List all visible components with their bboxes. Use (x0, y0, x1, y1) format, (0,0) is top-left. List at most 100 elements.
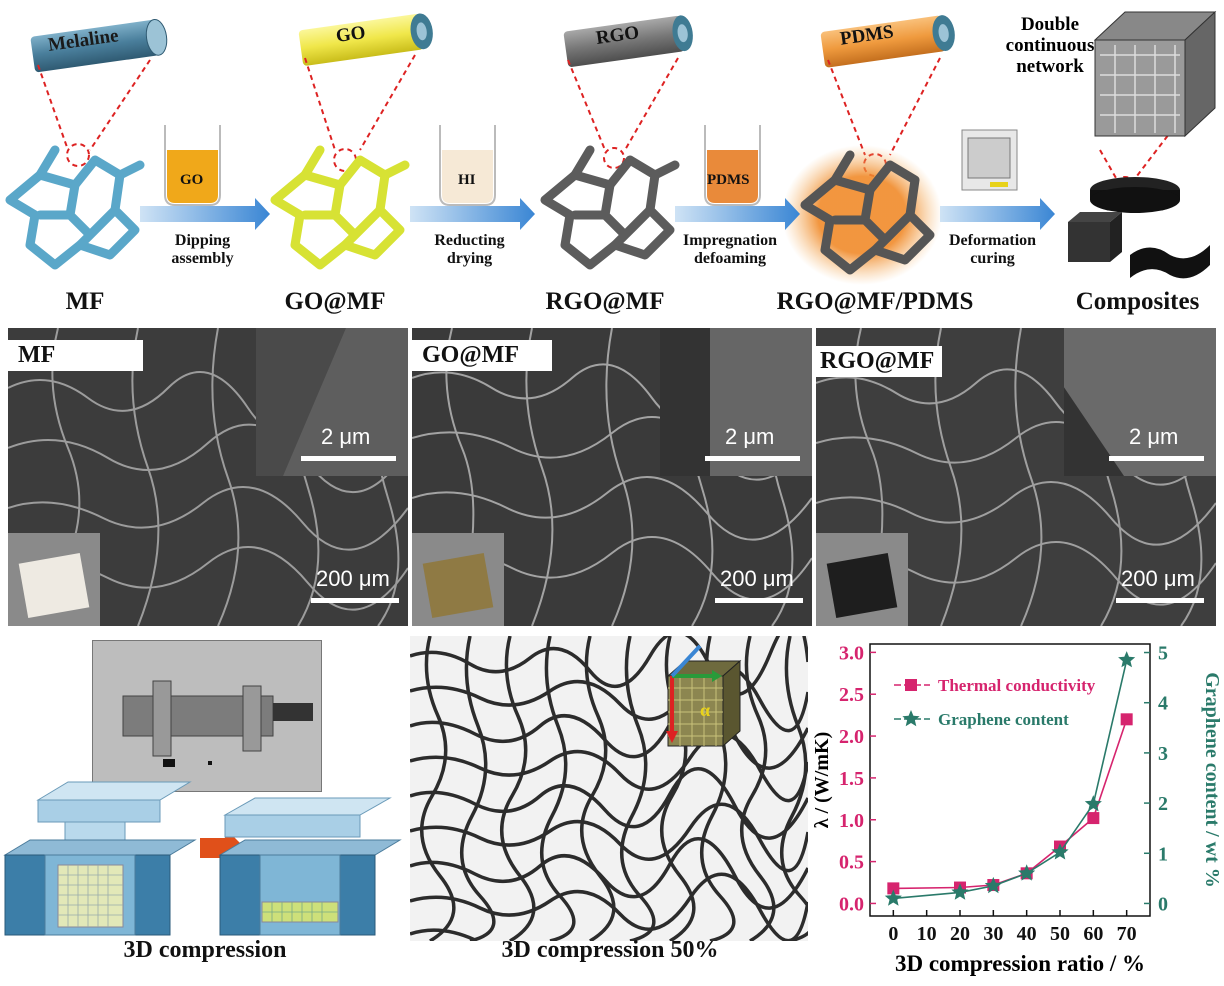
rgo-cylinder (563, 15, 693, 67)
beaker-label-hi: HI (458, 172, 476, 188)
x-tick-label: 60 (1083, 923, 1103, 945)
right-tick-label: 2 (1158, 793, 1168, 815)
rgo-mf-pdms-skeleton (782, 145, 942, 285)
right-tick-label: 1 (1158, 843, 1168, 865)
right-tick-label: 0 (1158, 893, 1168, 915)
inset-scale-mf: 2 μm (321, 424, 371, 449)
go-cylinder (298, 13, 433, 66)
series-layer (884, 651, 1136, 906)
rgo-mf-skeleton (540, 145, 680, 270)
x-tick-label: 20 (950, 923, 970, 945)
main-scale-mf: 200 μm (316, 566, 390, 591)
graphene-point (1018, 864, 1036, 881)
legend-label: Graphene content (938, 710, 1069, 729)
pdms-cylinder (820, 15, 955, 68)
stage-go-mf: GO@MF (284, 288, 386, 315)
fixture-drawing (93, 641, 321, 791)
main-scalebar-go-mf (715, 598, 803, 603)
x-tick-label: 0 (888, 923, 898, 945)
x-tick-label: 10 (917, 923, 937, 945)
network-cube (1093, 10, 1217, 138)
legend-square-marker (905, 679, 917, 691)
left-tick-label: 2.5 (839, 684, 864, 706)
composite-sheet (1130, 245, 1210, 279)
graphene-point (1051, 843, 1069, 860)
sem-tag-mf: MF (8, 340, 143, 371)
right-tick-label: 5 (1158, 643, 1168, 665)
caption-3d-compression: 3D compression (123, 937, 287, 963)
x-tick-label: 50 (1050, 923, 1070, 945)
compression-cube-inset: α (666, 644, 742, 748)
caption-3d-compression-50: 3D compression 50% (501, 937, 719, 963)
left-axis-ticks: 0.00.51.01.52.02.53.0 (839, 642, 876, 915)
legend-label: Thermal conductivity (938, 676, 1096, 695)
beaker-label-go: GO (180, 172, 204, 188)
main-scalebar-rgo-mf (1116, 598, 1204, 603)
left-tick-label: 1.5 (839, 768, 864, 790)
inset-scalebar-rgo-mf (1109, 456, 1204, 461)
go-mf-skeleton (270, 145, 410, 270)
y-axis-right-label: Graphene content / wt % (1201, 672, 1223, 888)
oven-icon (961, 129, 1018, 191)
compression-mold-diagram (3, 781, 402, 936)
left-tick-label: 2.0 (839, 726, 864, 748)
inset-scale-rgo-mf: 2 μm (1129, 424, 1179, 449)
sample-photo-mf (8, 533, 100, 626)
compression-fixture-photo (92, 640, 322, 792)
stage-mf: MF (65, 288, 105, 315)
optical-micrograph: α (409, 617, 816, 943)
sample-photo-rgo-mf (816, 533, 908, 626)
composite-cube (1068, 212, 1122, 262)
main-scale-rgo-mf: 200 μm (1121, 566, 1195, 591)
stage-composites: Composites (1075, 288, 1200, 315)
sem-panel-go-mf: GO@MF 2 μm 200 μm (412, 328, 812, 626)
stage-rgo-mf-pdms: RGO@MF/PDMS (776, 288, 974, 315)
x-tick-label: 40 (1017, 923, 1037, 945)
left-tick-label: 1.0 (839, 810, 864, 832)
legend-star-marker (902, 710, 920, 727)
compression-panel: 3D compression (0, 635, 405, 981)
main-scalebar-mf (311, 598, 399, 603)
compression-micrograph-panel: α 3D compression 50% (409, 617, 816, 981)
x-tick-label: 30 (983, 923, 1003, 945)
thermal-point (887, 882, 900, 895)
sem-inset-go-mf: 2 μm (660, 328, 812, 476)
beaker-label-pdms: PDMS (707, 172, 750, 188)
inset-scale-go-mf: 2 μm (725, 424, 775, 449)
stage-rgo-mf: RGO@MF (545, 288, 665, 315)
graphene-point (1118, 651, 1136, 668)
process-arrows (140, 198, 1055, 230)
svg-text:α: α (700, 700, 710, 720)
graphene-point (951, 883, 969, 900)
beaker-go (164, 125, 221, 206)
y-axis-left-label: λ / (W/mK) (811, 732, 833, 828)
left-tick-label: 0.5 (839, 852, 864, 874)
sem-tag-rgo-mf: RGO@MF (816, 346, 942, 377)
sem-panel-rgo-mf: RGO@MF 2 μm 200 μm (816, 328, 1216, 626)
sem-panel-mf: MF 2 μm 200 μm (8, 328, 408, 626)
graphene-point (984, 876, 1002, 894)
mf-skeleton (5, 145, 145, 270)
cylinder-label-go: GO (334, 22, 367, 47)
graphene-point (884, 889, 902, 906)
beaker-hi (439, 125, 496, 206)
inset-scalebar-mf (301, 456, 396, 461)
right-tick-label: 4 (1158, 693, 1168, 715)
thermal-point (1087, 812, 1100, 825)
schematic-graphics (5, 10, 1217, 285)
thermal-point (1120, 713, 1133, 726)
sem-tag-go-mf: GO@MF (412, 340, 552, 371)
sem-inset-mf: 2 μm (256, 328, 408, 476)
melaline-cylinder (30, 18, 168, 73)
left-tick-label: 3.0 (839, 642, 864, 664)
